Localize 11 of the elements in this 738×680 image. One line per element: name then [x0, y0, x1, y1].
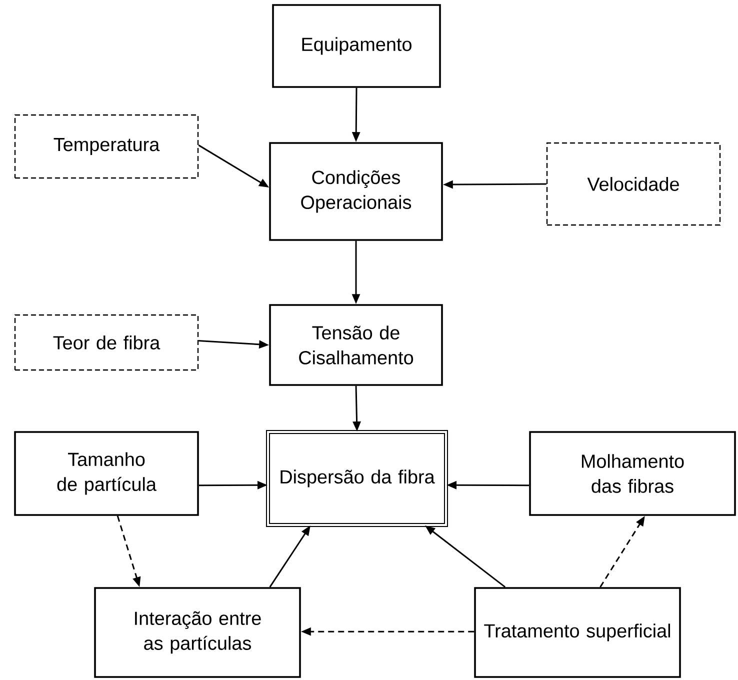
process-box: Tratamento superficial — [474, 587, 681, 678]
factor-box: Teor de fibra — [14, 314, 199, 371]
process-box: Tensão de Cisalhamento — [269, 304, 443, 386]
factor-box: Velocidade — [546, 142, 721, 226]
process-box: Interação entre as partículas — [94, 587, 301, 678]
factor-box: Temperatura — [14, 114, 199, 179]
process-box: Tamanho de partícula — [14, 431, 199, 516]
process-box: Condições Operacionais — [269, 142, 443, 241]
process-box: Molhamento das fibras — [529, 431, 736, 516]
central-box: Dispersão da fibra — [266, 430, 448, 527]
process-box: Equipamento — [272, 4, 441, 88]
